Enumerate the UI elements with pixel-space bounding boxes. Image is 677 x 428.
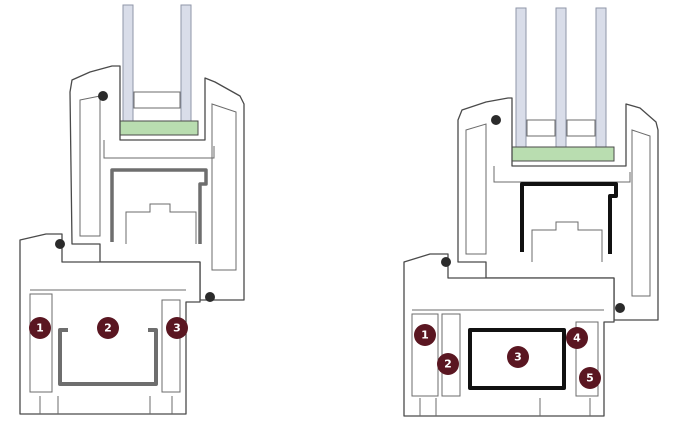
right-chamber-badge-1: 1 (414, 324, 436, 346)
left-chamber-label-3: 3 (173, 322, 181, 335)
left-chamber-badge-3: 3 (166, 317, 188, 339)
left-sash-chamber (79, 95, 101, 237)
right-chamber-badge-2: 2 (437, 353, 459, 375)
right-chamber-badge-3: 3 (507, 346, 529, 368)
right-chamber-label-4: 4 (573, 332, 581, 345)
right-profile (403, 7, 659, 417)
left-glass-pane-2 (180, 4, 192, 124)
right-frame-chamber-left (411, 313, 439, 397)
right-sash-inner (531, 221, 603, 262)
left-sash-inner (125, 203, 197, 244)
right-glazing-block (509, 146, 615, 162)
left-frame-feet (39, 396, 173, 414)
left-chamber-badge-2: 2 (97, 317, 119, 339)
right-chamber-label-5: 5 (586, 372, 594, 385)
left-gasket-frame (55, 239, 65, 249)
right-gasket-bottom (615, 303, 625, 313)
right-glass-pane-3 (595, 7, 607, 151)
left-frame-chamber-left (29, 293, 53, 393)
left-glazing-bead (103, 140, 215, 159)
left-glazing-block (119, 120, 199, 136)
left-frame-steel (58, 328, 158, 386)
left-frame-chamber-right (161, 299, 181, 393)
left-spacer-bar (133, 91, 181, 109)
left-chamber-label-1: 1 (36, 322, 44, 335)
right-frame-feet (419, 398, 591, 416)
right-frame-body (403, 253, 615, 417)
right-chamber-label-3: 3 (514, 351, 522, 364)
left-chamber-badges: 1 2 3 (29, 317, 188, 339)
right-glass-pane-1 (515, 7, 527, 151)
left-glass-pane-1 (122, 4, 134, 124)
right-chamber-badges: 1 2 3 4 5 (414, 324, 601, 389)
right-sash-chamber-right (631, 129, 651, 297)
left-profile (19, 4, 245, 415)
right-chamber-label-1: 1 (421, 329, 429, 342)
right-spacer-bar-1 (526, 119, 556, 137)
left-gasket-top (98, 91, 108, 101)
left-gasket-bottom (205, 292, 215, 302)
right-sash-steel (520, 182, 618, 254)
right-sash-body (457, 97, 659, 321)
right-gasket-top (491, 115, 501, 125)
left-sash-steel (110, 168, 208, 244)
right-glass-pane-2 (555, 7, 567, 151)
left-chamber-badge-1: 1 (29, 317, 51, 339)
right-frame-steel (468, 328, 566, 390)
right-chamber-badge-4: 4 (566, 327, 588, 349)
right-frame-chamber-right (575, 321, 599, 397)
right-gasket-frame (441, 257, 451, 267)
right-chamber-label-2: 2 (444, 358, 452, 371)
right-spacer-bar-2 (566, 119, 596, 137)
right-sash-chamber-left (465, 123, 487, 255)
left-chamber-label-2: 2 (104, 322, 112, 335)
right-chamber-badge-5: 5 (579, 367, 601, 389)
left-sash-chamber-right (211, 103, 237, 271)
